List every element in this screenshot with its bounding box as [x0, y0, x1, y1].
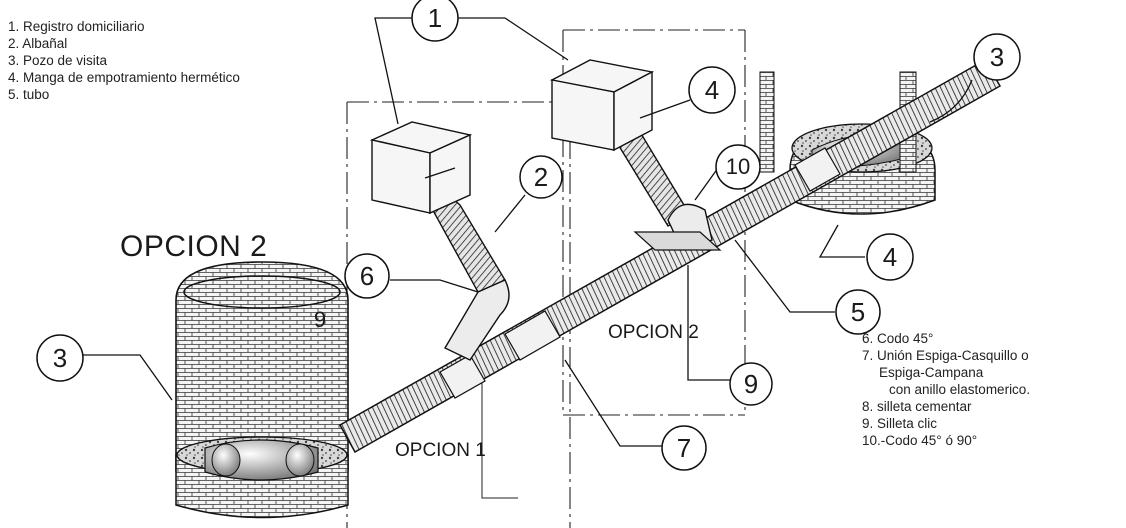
- legend-item: Espiga-Campana: [879, 365, 984, 380]
- callout-5: 5: [850, 297, 866, 327]
- legend-item: 7. Unión Espiga-Casquillo o: [862, 348, 1029, 363]
- option1-bracket: [481, 355, 518, 499]
- callout-3-right: 3: [989, 42, 1005, 72]
- callout-2: 2: [533, 162, 549, 192]
- main-pipe: [338, 58, 1002, 454]
- callout-9: 9: [743, 369, 759, 399]
- legend-right: 6. Codo 45° 7. Unión Espiga-Casquillo o …: [862, 330, 1030, 449]
- small-marker: 9: [313, 307, 327, 332]
- legend-item: con anillo elastomerico.: [889, 382, 1031, 397]
- opcion-2-title: OPCION 2: [120, 230, 268, 263]
- coupling-4: [794, 147, 841, 192]
- callout-4-top: 4: [704, 75, 720, 105]
- callout-1: 1: [427, 3, 443, 33]
- callout-4-right: 4: [882, 242, 898, 272]
- legend-item: 6. Codo 45°: [862, 331, 934, 346]
- callout-circles: [36, 0, 1021, 471]
- registro-box-1: [369, 121, 473, 215]
- codo-45: [444, 279, 510, 361]
- legend-item: 9. Silleta clic: [862, 416, 938, 431]
- registro-box-2: [549, 59, 655, 152]
- opcion-2-label: OPCION 2: [608, 322, 699, 343]
- legend-item: 2. Albañal: [8, 36, 68, 51]
- legend-item: 1. Registro domiciliario: [8, 19, 145, 34]
- silleta-clic: [633, 231, 722, 251]
- legend-item: 3. Pozo de visita: [8, 53, 108, 68]
- coupling-7: [504, 310, 561, 361]
- legend-item: 8. silleta cementar: [862, 399, 972, 414]
- callout-6: 6: [359, 261, 375, 291]
- legend-left: 1. Registro domiciliario 2. Albañal 3. P…: [8, 18, 240, 103]
- coupling-1: [439, 354, 486, 399]
- legend-item: 10.-Codo 45° ó 90°: [862, 433, 978, 448]
- opcion-1-label: OPCION 1: [395, 440, 486, 461]
- legend-item: 5. tubo: [8, 87, 50, 102]
- callout-3-left: 3: [52, 343, 68, 373]
- leader-lines: [83, 17, 973, 447]
- callout-7: 7: [676, 433, 692, 463]
- callout-10: 10: [725, 154, 751, 179]
- manhole-left: [175, 261, 349, 519]
- legend-item: 4. Manga de empotramiento hermético: [8, 70, 240, 85]
